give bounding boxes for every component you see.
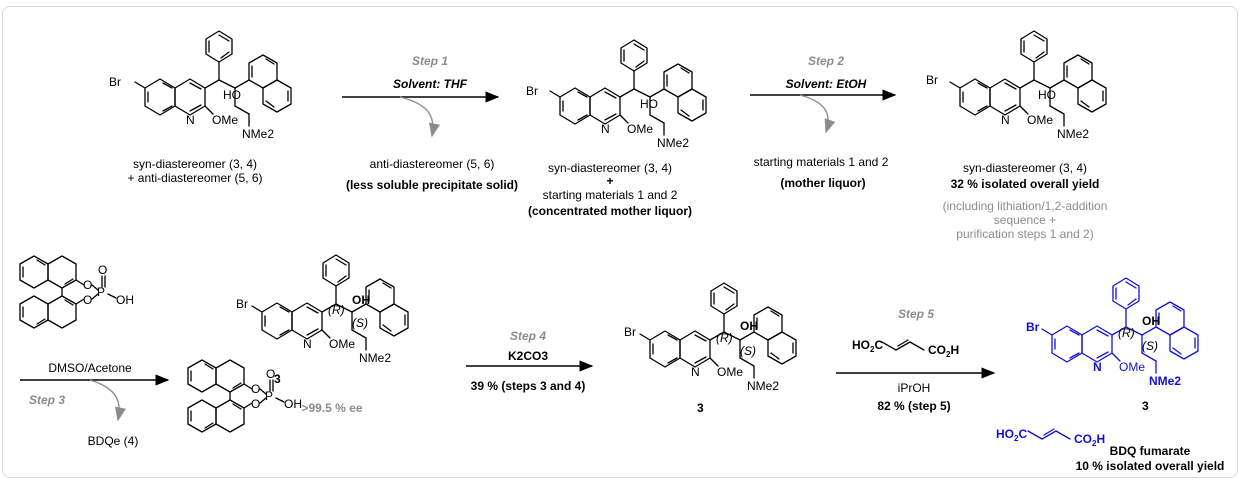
svg-text:P: P	[97, 285, 105, 299]
step1-removed: anti-diastereomer (5, 6)	[370, 157, 495, 171]
step2-removed: starting materials 1 and 2	[754, 155, 889, 169]
mid-label-2: +	[606, 174, 613, 188]
atom-n: N	[186, 113, 195, 127]
scheme-frame	[2, 6, 1238, 478]
atom-ome: OMe	[212, 113, 238, 127]
structure-binol-acid: O O P O OH	[19, 255, 134, 329]
row2-solvent: DMSO/Acetone	[48, 361, 132, 375]
step2-title: Step 2	[808, 54, 844, 68]
svg-text:P: P	[265, 389, 273, 403]
prod-note-2: sequence +	[994, 213, 1056, 227]
svg-text:NMe2: NMe2	[657, 136, 689, 150]
structure-bdq-fumarate: Br N OMe OH (R) (S) NMe2	[1026, 277, 1199, 388]
svg-text:O: O	[251, 397, 260, 411]
step2-side-arrow	[799, 94, 836, 134]
svg-text:O: O	[83, 278, 92, 292]
final-compound-number: 3	[1142, 399, 1149, 413]
prod-yield: 32 % isolated overall yield	[951, 177, 1100, 191]
svg-text:Br: Br	[926, 73, 938, 87]
salt-compound-number: 3	[274, 372, 281, 386]
mid-label-3: starting materials 1 and 2	[543, 188, 678, 202]
structure-binol-phosphate: O O P O OH	[187, 359, 302, 433]
step4-reagent: K2CO3	[508, 349, 548, 363]
svg-text:O: O	[98, 263, 107, 277]
svg-text:CO2H: CO2H	[928, 343, 959, 359]
svg-text:NMe2: NMe2	[747, 379, 779, 393]
step5-title: Step 5	[898, 307, 934, 321]
svg-text:OH: OH	[284, 397, 302, 411]
svg-text:(S): (S)	[740, 344, 756, 358]
final-name: BDQ fumarate	[1110, 444, 1191, 458]
svg-text:HO: HO	[640, 97, 658, 111]
step5-solvent: iPrOH	[898, 381, 931, 395]
step4-title: Step 4	[510, 329, 546, 343]
svg-text:(R): (R)	[1118, 326, 1135, 340]
svg-text:OH: OH	[352, 293, 370, 307]
svg-text:O: O	[83, 293, 92, 307]
final-fumarate-counterion: HO2C CO2H	[996, 427, 1105, 448]
step1-removed-note: (less soluble precipitate solid)	[346, 178, 518, 192]
svg-text:N: N	[601, 122, 610, 136]
svg-text:(S): (S)	[1142, 339, 1158, 353]
step1-solvent: Solvent: THF	[393, 77, 468, 91]
svg-text:N: N	[303, 337, 312, 351]
final-yield: 10 % isolated overall yield	[1076, 459, 1225, 473]
step4-yield: 39 % (steps 3 and 4)	[471, 379, 586, 393]
step3-title: Step 3	[29, 393, 65, 407]
svg-text:OMe: OMe	[717, 365, 743, 379]
svg-text:Br: Br	[236, 297, 248, 311]
svg-text:OMe: OMe	[1119, 360, 1145, 374]
svg-text:OMe: OMe	[1027, 113, 1053, 127]
svg-text:N: N	[691, 365, 700, 379]
step3-side-arrow	[89, 379, 126, 422]
step1-title: Step 1	[412, 54, 448, 68]
sm-label-1: syn-diastereomer (3, 4)	[133, 157, 257, 171]
svg-text:HO: HO	[1038, 88, 1056, 102]
svg-text:OH: OH	[1142, 314, 1160, 328]
svg-text:(R): (R)	[716, 331, 733, 345]
prod-note-1: (including lithiation/1,2-addition	[943, 199, 1108, 213]
svg-text:O: O	[266, 367, 275, 381]
structure-syn-product: Br N OMe HO NMe2	[926, 30, 1107, 141]
structure-mother-liquor: Br N OMe HO NMe2	[526, 39, 707, 150]
step5-fumaric-acid: HO2C CO2H	[852, 338, 959, 359]
svg-text:OH: OH	[740, 319, 758, 333]
svg-text:O: O	[251, 382, 260, 396]
salt-ee: >99.5 % ee	[301, 401, 362, 415]
svg-text:(R): (R)	[328, 303, 345, 317]
structure-free-base: Br N OMe OH (R) (S) NMe2	[624, 282, 797, 393]
prod-note-3: purification steps 1 and 2)	[956, 227, 1093, 241]
mid-label-4: (concentrated mother liquor)	[528, 204, 692, 218]
svg-text:Br: Br	[624, 325, 636, 339]
svg-text:NMe2: NMe2	[1057, 127, 1089, 141]
svg-text:OMe: OMe	[329, 337, 355, 351]
svg-text:OMe: OMe	[627, 122, 653, 136]
step2-removed-note: (mother liquor)	[780, 176, 865, 190]
step1-side-arrow	[399, 96, 440, 138]
free-base-number: 3	[697, 401, 704, 415]
mid-label-1: syn-diastereomer (3, 4)	[548, 161, 672, 175]
sm-label-2: + anti-diastereomer (5, 6)	[127, 171, 262, 185]
svg-text:Br: Br	[1026, 320, 1040, 334]
prod-label: syn-diastereomer (3, 4)	[963, 161, 1087, 175]
atom-nme2: NMe2	[242, 127, 274, 141]
svg-text:OH: OH	[116, 293, 134, 307]
step2-solvent: Solvent: EtOH	[786, 77, 867, 91]
svg-text:N: N	[1001, 113, 1010, 127]
atom-br: Br	[109, 75, 121, 89]
svg-text:NMe2: NMe2	[1149, 374, 1181, 388]
svg-text:Br: Br	[526, 84, 538, 98]
atom-ho: HO	[223, 88, 241, 102]
step5-yield: 82 % (step 5)	[877, 399, 950, 413]
svg-text:HO2C: HO2C	[852, 338, 883, 354]
svg-text:CO2H: CO2H	[1074, 432, 1105, 448]
svg-text:N: N	[1093, 360, 1102, 374]
svg-text:HO2C: HO2C	[996, 427, 1027, 443]
structure-salt-cation: Br N OMe OH (R) (S) NMe2	[236, 254, 409, 365]
structure-mixture: Br N OMe HO NMe2	[109, 30, 292, 141]
svg-text:NMe2: NMe2	[359, 351, 391, 365]
svg-text:(S): (S)	[352, 316, 368, 330]
step3-removed: BDQe (4)	[88, 434, 139, 448]
